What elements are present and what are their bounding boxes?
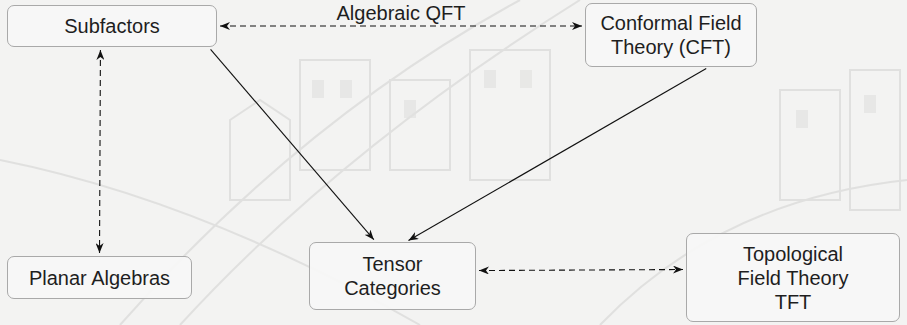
- node-label: Conformal Field Theory (CFT): [594, 11, 748, 59]
- concept-box: Conformal Field Theory (CFT): [585, 3, 757, 67]
- arrow-connector: [408, 69, 706, 241]
- concept-box: Topological Field Theory TFT: [686, 233, 900, 322]
- dashed-connector: [479, 270, 683, 271]
- node-label: Tensor Categories: [333, 252, 453, 300]
- node-label: Topological Field Theory TFT: [733, 242, 853, 314]
- concept-box: Tensor Categories: [309, 242, 476, 310]
- dashed-connector: [99, 50, 101, 253]
- concept-box: Planar Algebras: [7, 256, 192, 299]
- dashed-connector: [220, 25, 582, 26]
- node-label: Planar Algebras: [29, 266, 170, 290]
- edge-label: Algebraic QFT: [333, 1, 470, 25]
- node-label: Subfactors: [64, 14, 160, 38]
- concept-box: Subfactors: [7, 5, 217, 47]
- arrow-connector: [211, 49, 374, 239]
